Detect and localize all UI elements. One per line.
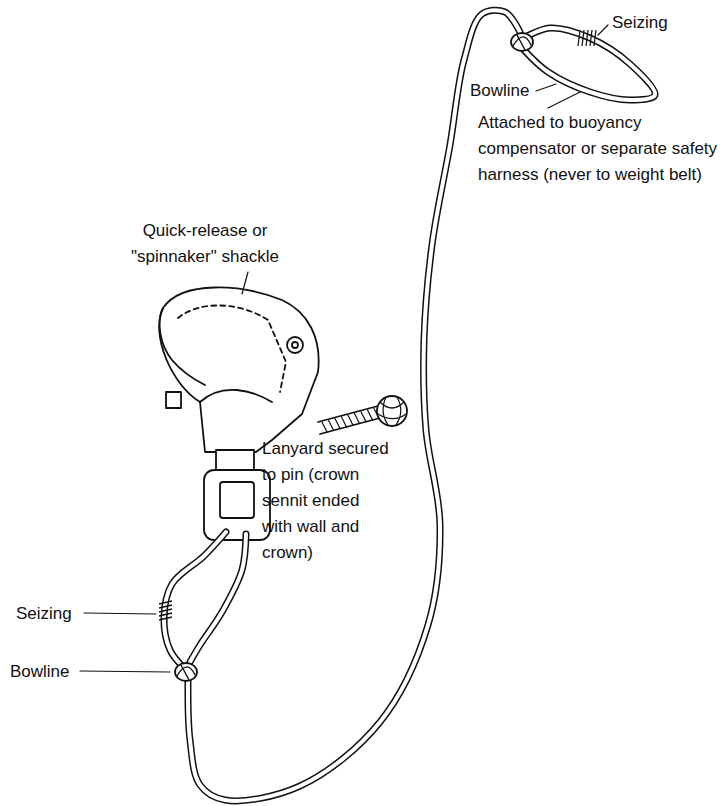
hook-mouth — [160, 308, 205, 385]
shackle-jaw — [200, 390, 272, 402]
lanyard-knot — [377, 396, 407, 426]
lanyard-cord — [318, 406, 380, 434]
seizing-turn — [590, 30, 592, 46]
d-ring-eye — [220, 482, 254, 518]
leader-line — [536, 84, 556, 91]
seizing-turn — [159, 609, 172, 612]
shackle-body — [159, 287, 319, 452]
seizing-label: Seizing — [16, 601, 72, 627]
bowline-label: Bowline — [10, 659, 70, 685]
shackle-pin — [287, 337, 303, 353]
braid-stroke — [322, 422, 327, 432]
seizing-turn — [582, 30, 584, 46]
seizing-turn — [159, 617, 172, 620]
seizing-turn — [159, 605, 172, 608]
shackle-label: Quick-release or "spinnaker" shackle — [100, 218, 310, 270]
bowline-label: Bowline — [470, 78, 530, 104]
leader-line — [548, 92, 580, 108]
knot-strands — [378, 397, 406, 425]
braid-stroke — [348, 415, 353, 425]
rope — [188, 10, 520, 801]
lanyard-note: Lanyard secured to pin (crown sennit end… — [262, 436, 392, 566]
knot-crossing — [177, 665, 195, 680]
seizing-turn — [578, 30, 580, 46]
leader-line — [84, 613, 156, 614]
pin-centre — [292, 342, 298, 348]
lanyard-braid — [322, 408, 379, 432]
rope-core — [520, 28, 655, 100]
pin-channel — [178, 305, 286, 392]
braid-stroke — [329, 420, 334, 430]
seizing-turn — [594, 30, 596, 46]
knot-crossing — [513, 35, 531, 50]
braid-stroke — [368, 410, 373, 420]
d-ring — [204, 470, 270, 540]
seizing-turn — [159, 601, 172, 604]
rope — [190, 534, 246, 662]
braid-stroke — [355, 414, 360, 424]
seizing-turn — [586, 30, 588, 46]
leader-line — [80, 671, 170, 672]
rope-core — [190, 534, 246, 662]
braid-stroke — [335, 419, 340, 429]
braid-stroke — [342, 417, 347, 427]
bowline-knot — [175, 663, 197, 681]
leader-line — [598, 25, 608, 35]
bowline-knot — [511, 33, 533, 51]
swivel-neck — [216, 450, 254, 470]
gate-catch — [166, 392, 181, 408]
rope-core — [188, 10, 520, 801]
attachment-note: Attached to buoyancy compensator or sepa… — [478, 110, 720, 188]
rope-core — [164, 532, 226, 668]
braid-stroke — [361, 412, 366, 422]
leader-line — [242, 272, 248, 294]
seizing-turn — [159, 613, 172, 616]
seizing-label: Seizing — [612, 10, 668, 36]
rope — [520, 28, 655, 100]
